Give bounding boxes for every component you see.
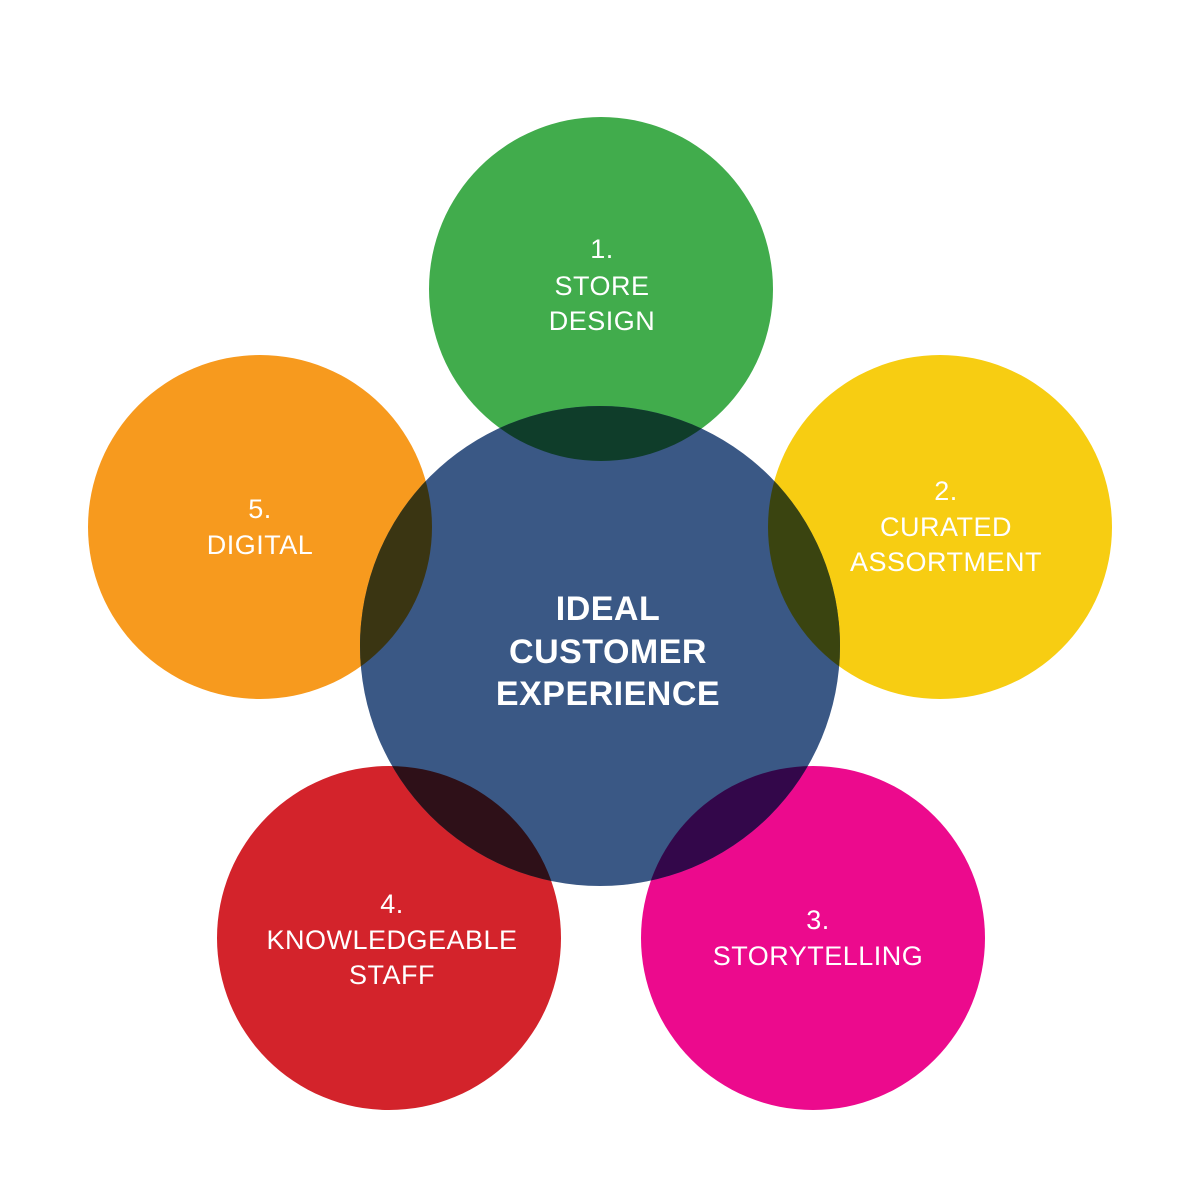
center-title-line-3: EXPERIENCE <box>496 675 720 713</box>
node-2-number: 2. <box>934 476 958 506</box>
node-1-line-2: DESIGN <box>549 306 656 336</box>
center-title-line-2: CUSTOMER <box>509 633 707 671</box>
node-1-number: 1. <box>590 234 614 264</box>
circle-store-design <box>429 117 773 461</box>
node-3-line-1: STORYTELLING <box>713 941 924 971</box>
node-4-line-2: STAFF <box>349 960 435 990</box>
node-2-line-2: ASSORTMENT <box>850 547 1042 577</box>
node-5-number: 5. <box>248 494 272 524</box>
circle-storytelling <box>641 766 985 1110</box>
circle-knowledgeable-staff <box>217 766 561 1110</box>
node-3-number: 3. <box>806 905 830 935</box>
node-5-line-1: DIGITAL <box>207 530 314 560</box>
circle-center <box>360 406 840 886</box>
circle-curated-assortment <box>768 355 1112 699</box>
outer-circles <box>88 117 1112 1110</box>
circle-digital <box>88 355 432 699</box>
center-title-line-1: IDEAL <box>556 590 661 628</box>
node-4-number: 4. <box>380 889 404 919</box>
node-2-line-1: CURATED <box>880 512 1012 542</box>
node-1-line-1: STORE <box>554 271 649 301</box>
node-4-line-1: KNOWLEDGEABLE <box>266 925 517 955</box>
